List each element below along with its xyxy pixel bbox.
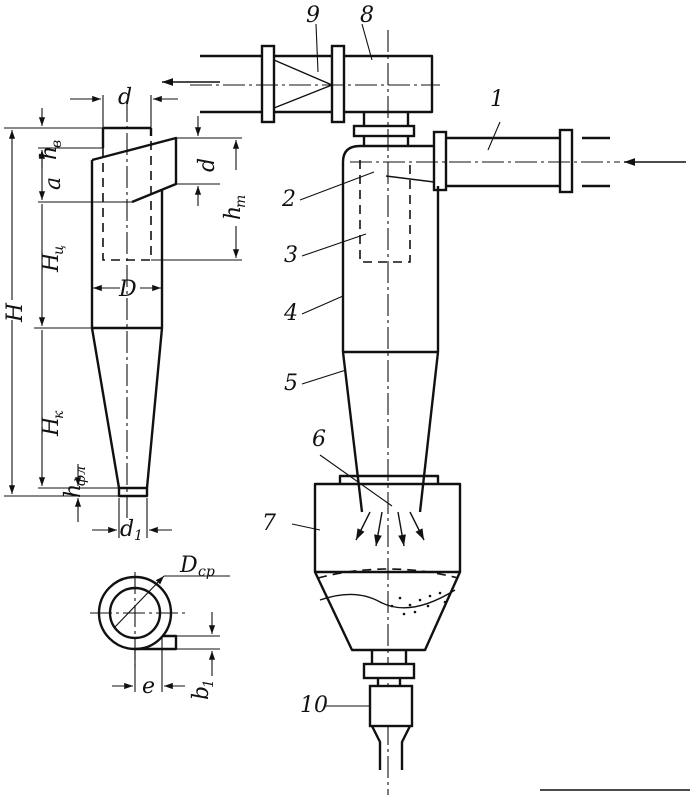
dim-d-top: d: [118, 85, 132, 110]
svg-text:в: в: [49, 140, 65, 148]
svg-text:т: т: [233, 195, 249, 208]
cyclone-schematic: d h в a H ц H H к: [3, 85, 249, 544]
dim-b1: b: [189, 686, 214, 700]
svg-text:d: d: [120, 517, 134, 542]
svg-text:1: 1: [201, 679, 217, 688]
inlet-flange-right: [558, 128, 574, 194]
dim-a: a: [41, 177, 66, 190]
cyclone-roof: [341, 144, 438, 163]
svg-text:фл: фл: [73, 466, 89, 486]
svg-text:ц: ц: [51, 245, 67, 255]
label-10: 10: [300, 693, 328, 718]
bunker-flange: [362, 662, 416, 680]
svg-text:1: 1: [134, 528, 143, 544]
cyclone-cylinder: [341, 162, 440, 352]
schematic-cone: [90, 327, 164, 489]
dim-d1: d 1: [120, 517, 143, 544]
inlet-flange-left: [432, 130, 448, 192]
dim-H: H: [3, 302, 28, 323]
schematic-dust-outlet: [117, 486, 149, 498]
label-8: 8: [360, 3, 374, 28]
label-6: 6: [312, 427, 326, 452]
cyclone-plan-view: D ср e b 1: [90, 553, 230, 700]
label-4: 4: [283, 301, 298, 326]
cyclone-cone: [341, 351, 440, 513]
label-7: 7: [262, 511, 276, 536]
cyclone-installation: [162, 30, 686, 795]
dim-d-inlet: d: [195, 158, 220, 172]
lock-valve: [368, 684, 414, 728]
dim-H-k: H: [39, 416, 64, 437]
plan-inlet: [135, 634, 178, 651]
svg-text:D: D: [179, 553, 198, 578]
riser-flange: [352, 124, 416, 138]
dim-D-cp: D ср: [179, 553, 215, 580]
dim-h-t: h: [221, 206, 246, 220]
label-3: 3: [284, 243, 298, 268]
dim-D: D: [118, 277, 137, 302]
label-9: 9: [306, 3, 320, 28]
outlet-duct: [200, 54, 434, 114]
label-5: 5: [284, 371, 298, 396]
dim-e: e: [142, 674, 155, 699]
damper: [273, 59, 334, 109]
dim-h-fl: h: [61, 484, 86, 498]
dim-H-ts: H: [39, 252, 64, 273]
dust-flow-arrows: [355, 511, 425, 547]
outlet-flange-right: [330, 44, 346, 124]
leader-lines: [291, 23, 501, 707]
inlet-pipe: [438, 136, 610, 188]
dust-surface: [319, 589, 456, 609]
schematic-inlet-duct: [91, 136, 178, 204]
dim-h-v: h: [37, 146, 62, 160]
svg-text:к: к: [51, 410, 67, 419]
label-1: 1: [490, 87, 504, 112]
label-2: 2: [281, 187, 296, 212]
outlet-flange-left: [260, 44, 276, 124]
dust-particles: [390, 591, 447, 616]
schematic-cylinder: [90, 160, 164, 328]
svg-text:ср: ср: [198, 564, 215, 580]
exhaust-pipe-hidden: [359, 160, 411, 263]
